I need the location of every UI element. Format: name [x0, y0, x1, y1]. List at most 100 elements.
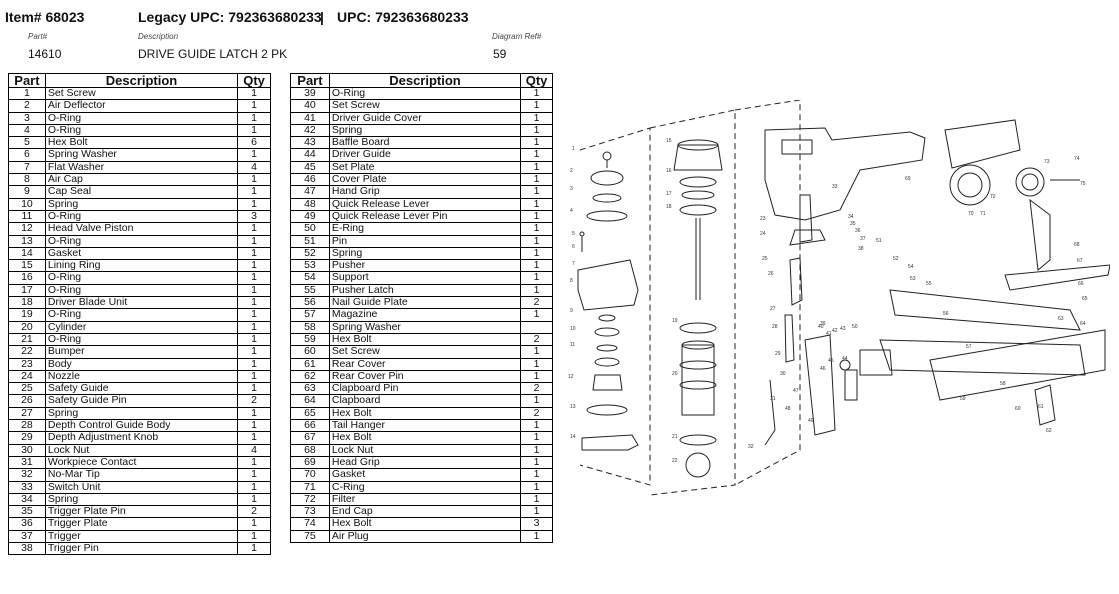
qty-cell: 6: [237, 136, 271, 150]
col-header-part: Part: [290, 73, 330, 88]
qty-cell: 1: [237, 468, 271, 482]
qty-cell: 1: [520, 283, 553, 298]
qty-cell: 1: [237, 369, 271, 384]
callout-number: 59: [960, 396, 966, 402]
qty-cell: 1: [237, 517, 271, 531]
part-number-cell: 74: [290, 517, 330, 531]
qty-cell: 2: [520, 382, 553, 396]
part-number-cell: 14: [8, 246, 46, 261]
qty-cell: 1: [520, 173, 553, 187]
qty-cell: 2: [237, 394, 271, 408]
callout-number: 61: [1038, 404, 1044, 410]
description-cell: Cap Seal: [44, 185, 239, 199]
description-cell: Trigger Plate Pin: [44, 505, 239, 519]
part-number-cell: 59: [290, 332, 330, 347]
description-cell: O-Ring: [44, 332, 239, 347]
qty-cell: 1: [237, 123, 271, 138]
description-cell: Driver Guide: [328, 148, 522, 162]
part-number-cell: 44: [290, 148, 330, 162]
callout-number: 70: [968, 211, 974, 217]
part-number-cell: 50: [290, 222, 330, 236]
qty-cell: 1: [520, 345, 553, 359]
part-number-label: Part#: [28, 32, 48, 41]
part-number-value: 14610: [28, 47, 62, 61]
description-cell: Quick Release Lever: [328, 197, 522, 211]
qty-cell: 1: [520, 209, 553, 224]
qty-cell: 1: [237, 185, 271, 199]
qty-cell: 1: [520, 222, 553, 236]
description-cell: Driver Blade Unit: [44, 296, 239, 310]
item-number: Item# 68023: [5, 9, 85, 25]
part-number-cell: 71: [290, 480, 330, 494]
description-cell: Rear Cover: [328, 357, 522, 371]
qty-cell: 1: [237, 308, 271, 322]
qty-cell: 1: [520, 197, 553, 211]
qty-cell: 1: [237, 222, 271, 236]
callout-number: 30: [780, 371, 786, 377]
part-number-cell: 18: [8, 296, 46, 310]
description-cell: Spring: [44, 406, 239, 421]
description-cell: O-Ring: [44, 209, 239, 224]
callout-number: 16: [666, 168, 672, 174]
callout-number: 48: [785, 406, 791, 412]
qty-cell: 1: [237, 320, 271, 334]
callout-number: 3: [570, 186, 573, 192]
head-valve-column: [577, 151, 639, 451]
qty-cell: 1: [520, 271, 553, 285]
qty-cell: 1: [237, 431, 271, 445]
callout-number: 72: [990, 194, 996, 200]
description-cell: Trigger: [44, 529, 239, 543]
part-number-cell: 31: [8, 455, 46, 470]
description-cell: Spring: [328, 123, 522, 138]
qty-cell: 1: [520, 357, 553, 371]
description-cell: Bumper: [44, 345, 239, 359]
part-number-cell: 19: [8, 308, 46, 322]
part-number-cell: 13: [8, 234, 46, 248]
part-number-cell: 1: [8, 86, 46, 101]
callout-number: 38: [858, 246, 864, 252]
qty-cell: 1: [237, 480, 271, 494]
part-number-cell: 73: [290, 505, 330, 519]
description-cell: Cover Plate: [328, 173, 522, 187]
callout-number: 65: [1082, 296, 1088, 302]
part-number-cell: 28: [8, 419, 46, 433]
description-cell: Nail Guide Plate: [328, 296, 522, 310]
description-cell: E-Ring: [328, 222, 522, 236]
qty-cell: 1: [520, 111, 553, 125]
qty-cell: 1: [237, 259, 271, 273]
callout-number: 31: [770, 396, 776, 402]
description-cell: Trigger Pin: [44, 541, 239, 556]
part-number-cell: 3: [8, 111, 46, 125]
description-cell: Lock Nut: [328, 443, 522, 457]
qty-cell: 1: [237, 148, 271, 162]
callout-number: 62: [1046, 428, 1052, 434]
description-cell: Clapboard: [328, 394, 522, 408]
part-number-cell: 27: [8, 406, 46, 421]
description-cell: Workpiece Contact: [44, 455, 239, 470]
callout-number: 19: [672, 318, 678, 324]
part-number-cell: 69: [290, 455, 330, 470]
description-cell: Nozzle: [44, 369, 239, 384]
dashed-frame-right: [734, 100, 801, 486]
part-number-cell: 16: [8, 271, 46, 285]
